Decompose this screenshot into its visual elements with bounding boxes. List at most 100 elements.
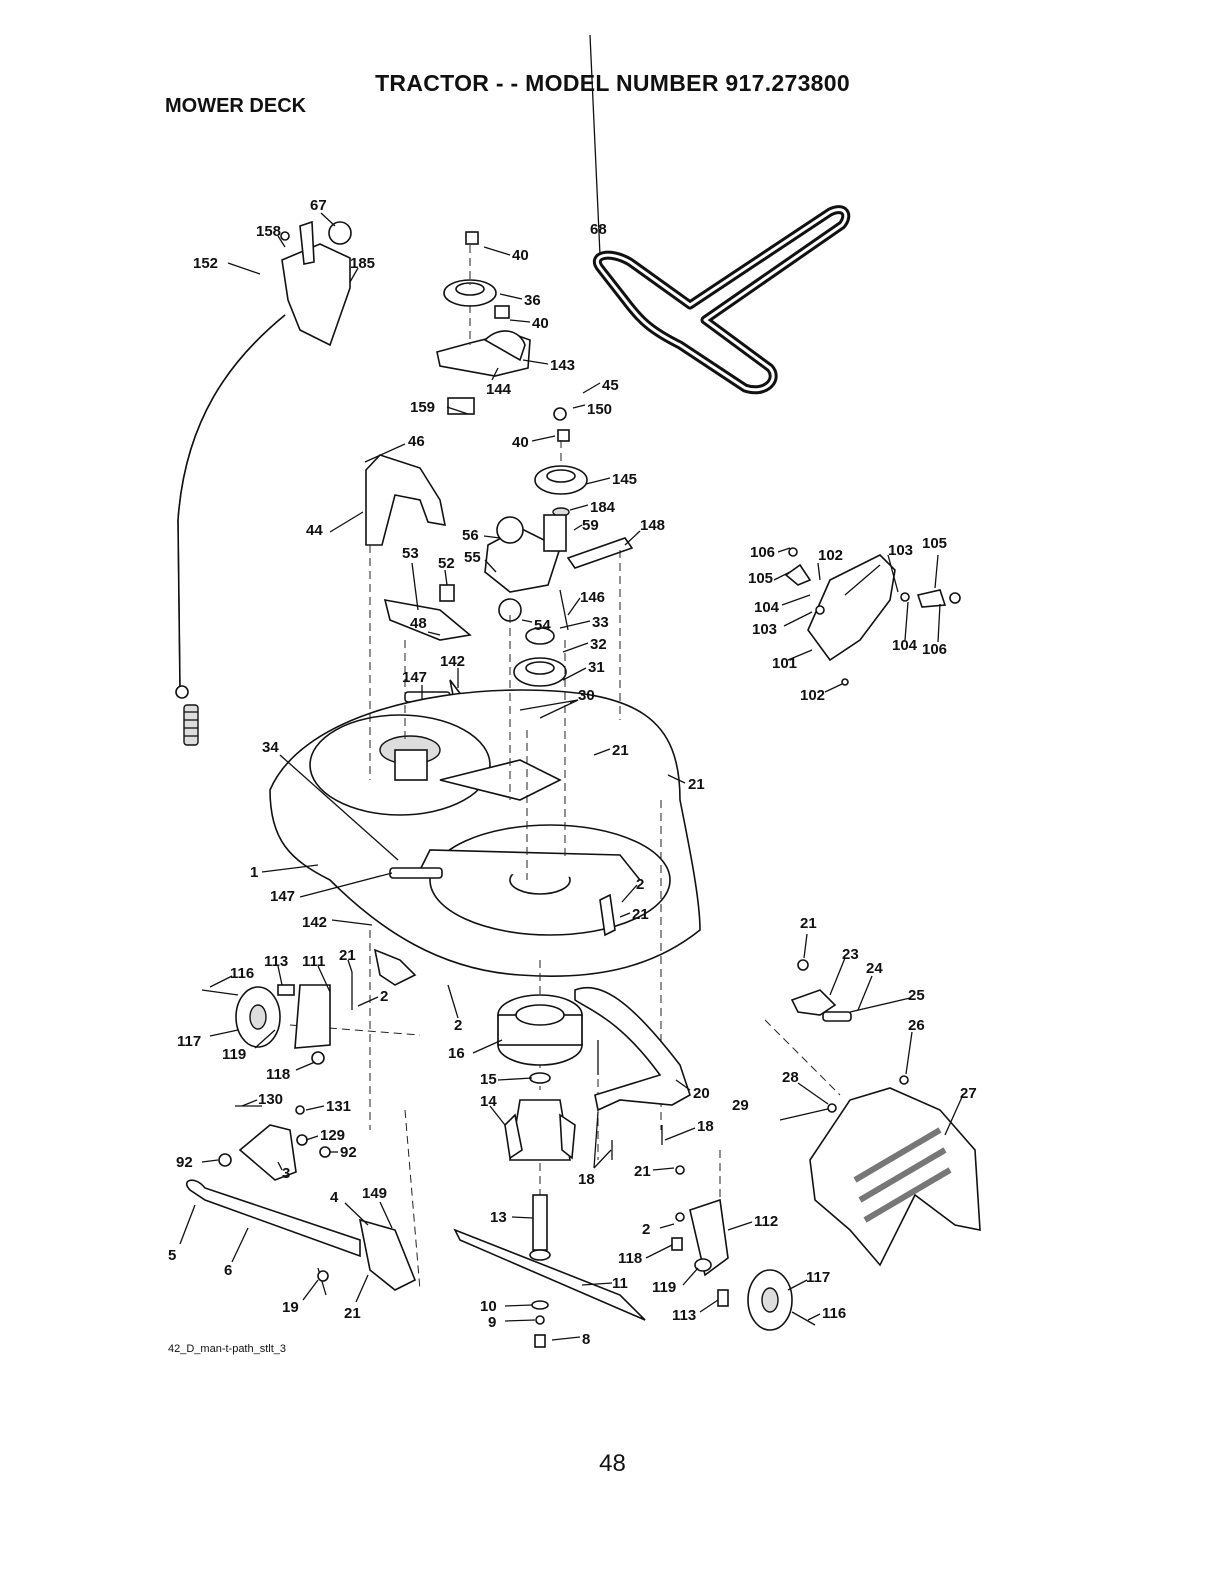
- belt-guard: [365, 454, 447, 546]
- lift-link-assembly: [185, 1105, 417, 1296]
- callout-67: 67: [310, 197, 327, 214]
- callout-1: 1: [250, 864, 258, 881]
- callout-45: 45: [602, 377, 619, 394]
- callout-117: 117: [177, 1033, 201, 1050]
- callout-52: 52: [438, 555, 455, 572]
- callout-2: 2: [454, 1017, 462, 1034]
- callout-labels: 67 158 185 152 40 36 40 143 144 159 45 1…: [168, 197, 977, 1348]
- callout-147: 147: [270, 888, 295, 905]
- callout-131: 131: [326, 1098, 351, 1115]
- callout-152: 152: [193, 255, 218, 272]
- callout-19: 19: [282, 1299, 299, 1316]
- callout-44: 44: [306, 522, 323, 539]
- page-number: 48: [599, 1450, 626, 1477]
- callout-158: 158: [256, 223, 281, 240]
- callout-142: 142: [302, 914, 327, 931]
- callout-29: 29: [732, 1097, 749, 1114]
- callout-143: 143: [550, 357, 575, 374]
- callout-40: 40: [532, 315, 549, 332]
- callout-21: 21: [634, 1163, 651, 1180]
- callout-147: 147: [402, 669, 427, 686]
- cable-spring: [183, 704, 199, 746]
- callout-102: 102: [818, 547, 843, 564]
- callout-11: 11: [612, 1275, 628, 1292]
- blade-spindle-assembly: [453, 994, 646, 1348]
- clutch-handle-assembly: [280, 220, 352, 347]
- discharge-chute-assembly: [779, 959, 981, 1267]
- callout-92: 92: [340, 1144, 357, 1161]
- callout-18: 18: [697, 1118, 714, 1135]
- callout-36: 36: [524, 292, 541, 309]
- callout-92: 92: [176, 1154, 193, 1171]
- callout-21: 21: [612, 742, 629, 759]
- callout-34: 34: [262, 739, 279, 756]
- spring-148: [566, 537, 634, 569]
- callout-54: 54: [534, 617, 551, 634]
- callout-21: 21: [800, 915, 817, 932]
- callout-28: 28: [782, 1069, 799, 1086]
- callout-40: 40: [512, 247, 529, 264]
- mower-blade: [453, 1228, 646, 1321]
- callout-20: 20: [693, 1085, 710, 1102]
- callout-40: 40: [512, 434, 529, 451]
- callout-144: 144: [486, 381, 512, 398]
- section-title: MOWER DECK: [165, 95, 307, 117]
- callout-59: 59: [582, 517, 599, 534]
- callout-112: 112: [754, 1213, 778, 1230]
- callout-104: 104: [892, 637, 918, 654]
- callout-21: 21: [688, 776, 705, 793]
- callout-23: 23: [842, 946, 859, 963]
- callout-55: 55: [464, 549, 481, 566]
- callout-2: 2: [636, 876, 644, 893]
- callout-117: 117: [806, 1269, 830, 1286]
- mower-deck: [269, 689, 701, 977]
- callout-106: 106: [750, 544, 775, 561]
- callout-33: 33: [592, 614, 609, 631]
- callout-116: 116: [822, 1305, 846, 1322]
- callout-leaders: [179, 34, 963, 1341]
- callout-30: 30: [578, 687, 595, 704]
- callout-113: 113: [264, 953, 288, 970]
- callout-53: 53: [402, 545, 419, 562]
- callout-15: 15: [480, 1071, 497, 1088]
- callout-111: 111: [302, 953, 325, 970]
- callout-148: 148: [640, 517, 665, 534]
- callout-14: 14: [480, 1093, 497, 1110]
- callout-102: 102: [800, 687, 825, 704]
- callout-142: 142: [440, 653, 465, 670]
- callout-2: 2: [380, 988, 388, 1005]
- callout-118: 118: [266, 1066, 290, 1083]
- callout-129: 129: [320, 1127, 345, 1144]
- callout-18: 18: [578, 1171, 595, 1188]
- callout-68: 68: [590, 221, 607, 238]
- callout-27: 27: [960, 1085, 977, 1102]
- drawing-code: 42_D_man-t-path_stlt_3: [168, 1343, 287, 1355]
- callout-56: 56: [462, 527, 479, 544]
- left-gauge-wheel-assembly: [201, 948, 417, 1065]
- callout-104: 104: [754, 599, 780, 616]
- callout-130: 130: [258, 1091, 283, 1108]
- callout-4: 4: [330, 1189, 339, 1206]
- clutch-cable: [177, 314, 286, 691]
- callout-16: 16: [448, 1045, 465, 1062]
- callout-21: 21: [632, 906, 649, 923]
- right-hanger-assembly: [574, 986, 729, 1307]
- bracket-53: [383, 598, 472, 641]
- callout-21: 21: [344, 1305, 361, 1322]
- callout-119: 119: [652, 1279, 676, 1296]
- deflector-assembly: [784, 547, 961, 686]
- callout-5: 5: [168, 1247, 176, 1264]
- callout-118: 118: [618, 1250, 642, 1267]
- callout-146: 146: [580, 589, 605, 606]
- callout-159: 159: [410, 399, 435, 416]
- callout-24: 24: [866, 960, 883, 977]
- right-gauge-wheel-assembly: [747, 1269, 816, 1331]
- callout-26: 26: [908, 1017, 925, 1034]
- callout-10: 10: [480, 1298, 497, 1315]
- callout-6: 6: [224, 1262, 232, 1279]
- callout-13: 13: [490, 1209, 507, 1226]
- callout-46: 46: [408, 433, 425, 450]
- callout-113: 113: [672, 1307, 696, 1324]
- callout-184: 184: [590, 499, 616, 516]
